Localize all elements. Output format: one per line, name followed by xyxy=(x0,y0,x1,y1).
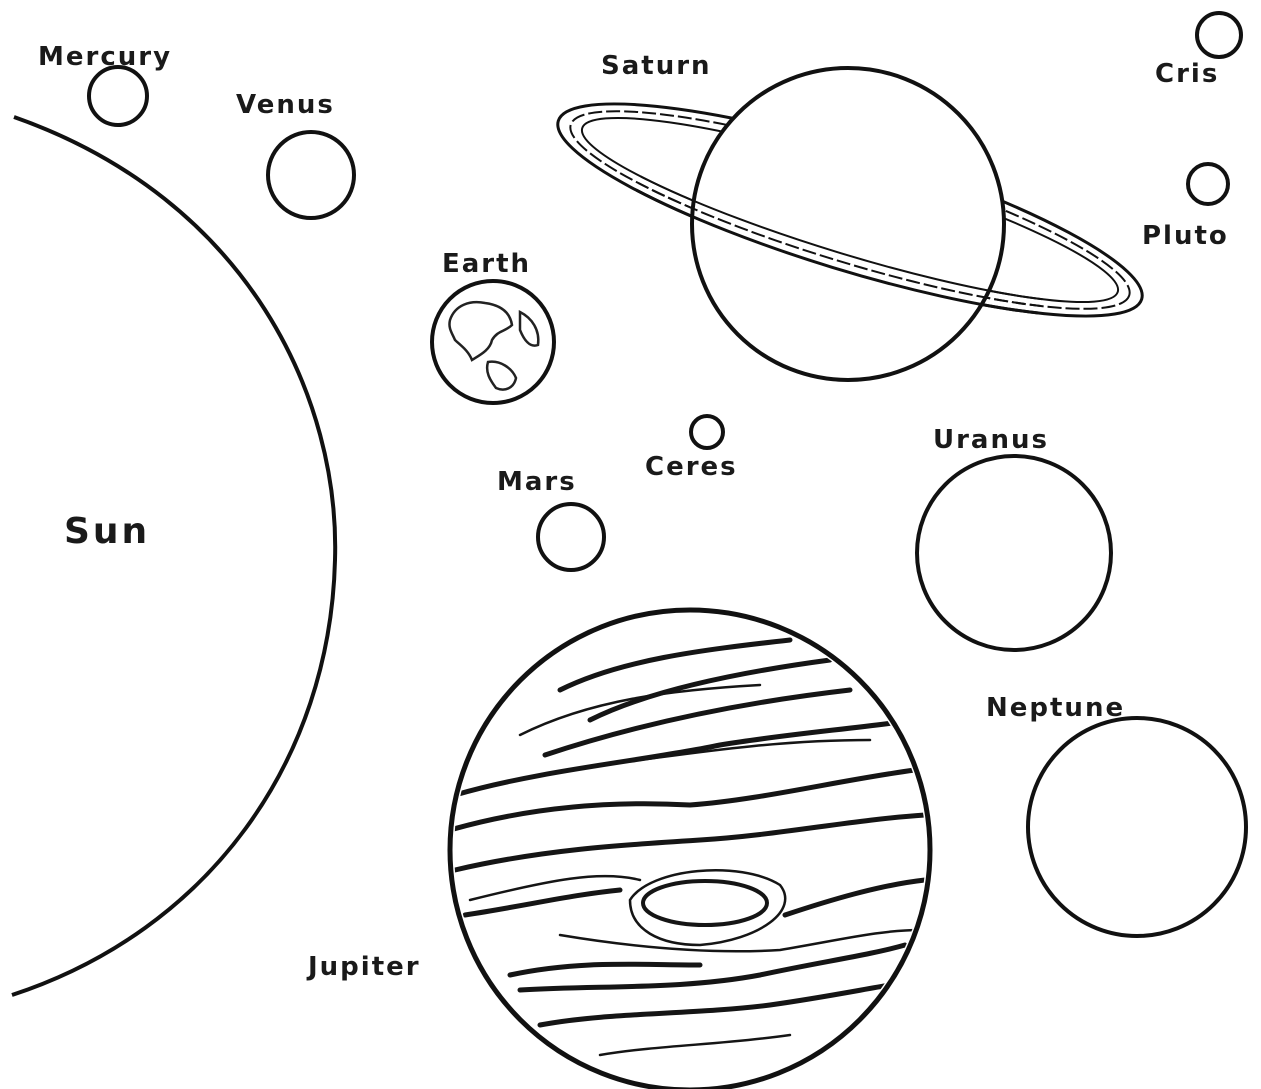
sun: Sun xyxy=(12,117,335,995)
saturn-label: Saturn xyxy=(601,51,712,81)
earth-label: Earth xyxy=(442,249,531,279)
pluto: Pluto xyxy=(1142,164,1229,251)
saturn: Saturn xyxy=(541,51,1159,380)
eris-circle xyxy=(1197,13,1241,57)
neptune-label: Neptune xyxy=(986,693,1125,723)
uranus-label: Uranus xyxy=(933,425,1049,455)
jupiter-label: Jupiter xyxy=(306,952,421,982)
mars-label: Mars xyxy=(497,467,577,497)
venus-label: Venus xyxy=(236,90,335,120)
mars-circle xyxy=(538,504,604,570)
ceres-label: Ceres xyxy=(645,452,738,482)
pluto-label: Pluto xyxy=(1142,221,1229,251)
sun-outline xyxy=(12,117,335,995)
ceres: Ceres xyxy=(645,416,738,482)
uranus-circle xyxy=(917,456,1111,650)
saturn-body xyxy=(692,68,1004,380)
mercury-circle xyxy=(89,67,147,125)
neptune: Neptune xyxy=(986,693,1246,936)
pluto-circle xyxy=(1188,164,1228,204)
sun-label: Sun xyxy=(64,511,150,552)
mercury-label: Mercury xyxy=(38,42,172,72)
uranus: Uranus xyxy=(917,425,1111,650)
eris: Cris xyxy=(1155,13,1241,89)
mercury: Mercury xyxy=(38,42,172,125)
mars: Mars xyxy=(497,467,604,570)
ceres-circle xyxy=(691,416,723,448)
jupiter: Jupiter xyxy=(306,610,930,1089)
venus: Venus xyxy=(236,90,354,218)
jupiter-circle xyxy=(450,610,930,1089)
earth: Earth xyxy=(432,249,554,403)
eris-label: Cris xyxy=(1155,59,1219,89)
neptune-circle xyxy=(1028,718,1246,936)
venus-circle xyxy=(268,132,354,218)
